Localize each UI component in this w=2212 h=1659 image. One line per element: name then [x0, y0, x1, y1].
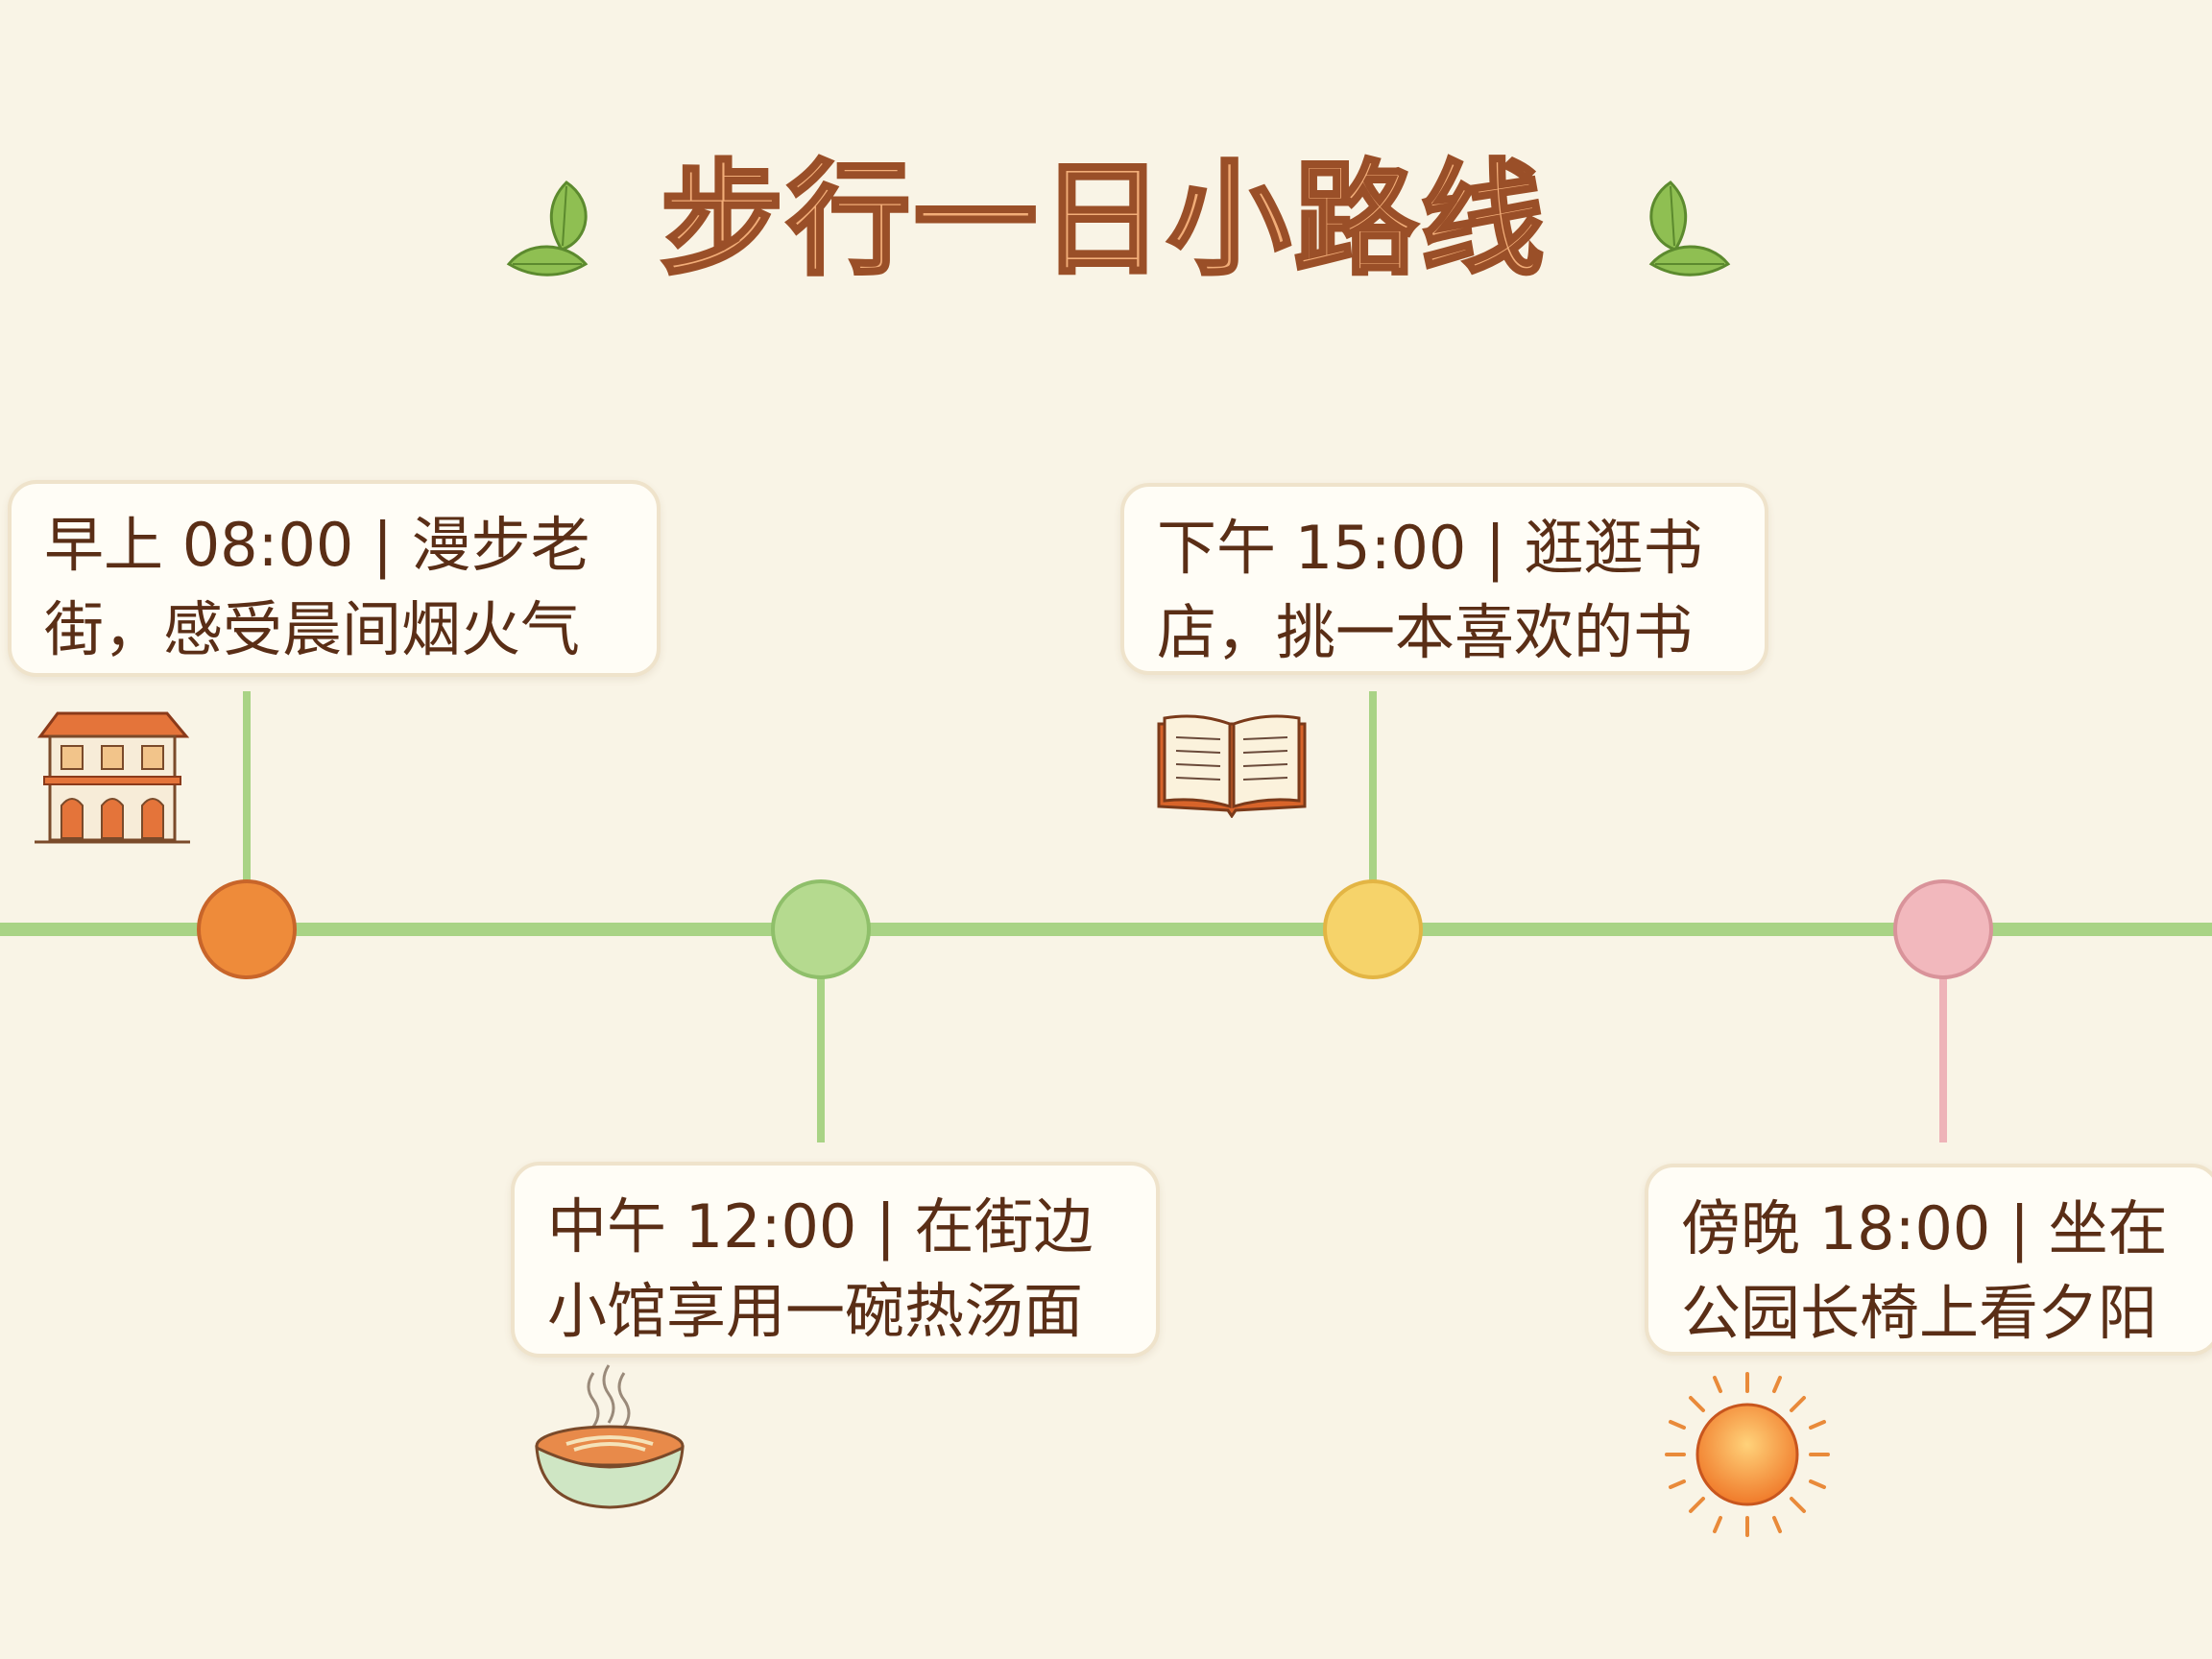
stop-dot-4 — [1893, 879, 1993, 979]
leaf-right-icon — [1648, 180, 1731, 276]
stop-card-line: 下午 15:00 | 逛逛书 — [1157, 513, 1703, 583]
stop-card-line: 中午 12:00 | 在街边 — [547, 1191, 1094, 1262]
stop-card-line: 店，挑一本喜欢的书 — [1157, 597, 1694, 667]
leaf-left-icon — [506, 180, 589, 276]
page-title: 步行一日小路线 — [659, 147, 1548, 294]
stop-card-morning: 早上 08:00 | 漫步老 街，感受晨间烟火气 — [8, 480, 661, 677]
stop-dot-2 — [771, 879, 871, 979]
old-building-icon — [35, 711, 190, 844]
stop-card-afternoon: 下午 15:00 | 逛逛书 店，挑一本喜欢的书 — [1120, 483, 1768, 675]
stop-dot-3 — [1323, 879, 1423, 979]
stop-card-line: 街，感受晨间烟火气 — [44, 594, 581, 664]
stop-card-noon: 中午 12:00 | 在街边 小馆享用一碗热汤面 — [511, 1162, 1160, 1358]
open-book-icon — [1157, 714, 1307, 818]
stop-card-line: 小馆享用一碗热汤面 — [547, 1276, 1084, 1346]
stop-card-line: 傍晚 18:00 | 坐在 — [1681, 1193, 2168, 1263]
sun-icon — [1665, 1372, 1830, 1537]
stop-card-line: 公园长椅上看夕阳 — [1681, 1278, 2158, 1348]
stop-card-line: 早上 08:00 | 漫步老 — [44, 510, 590, 580]
stop-dot-1 — [197, 879, 297, 979]
noodle-bowl-icon — [535, 1364, 685, 1509]
stop-card-evening: 傍晚 18:00 | 坐在 公园长椅上看夕阳 — [1645, 1164, 2212, 1356]
title-area: 步行一日小路线 — [0, 144, 2212, 307]
